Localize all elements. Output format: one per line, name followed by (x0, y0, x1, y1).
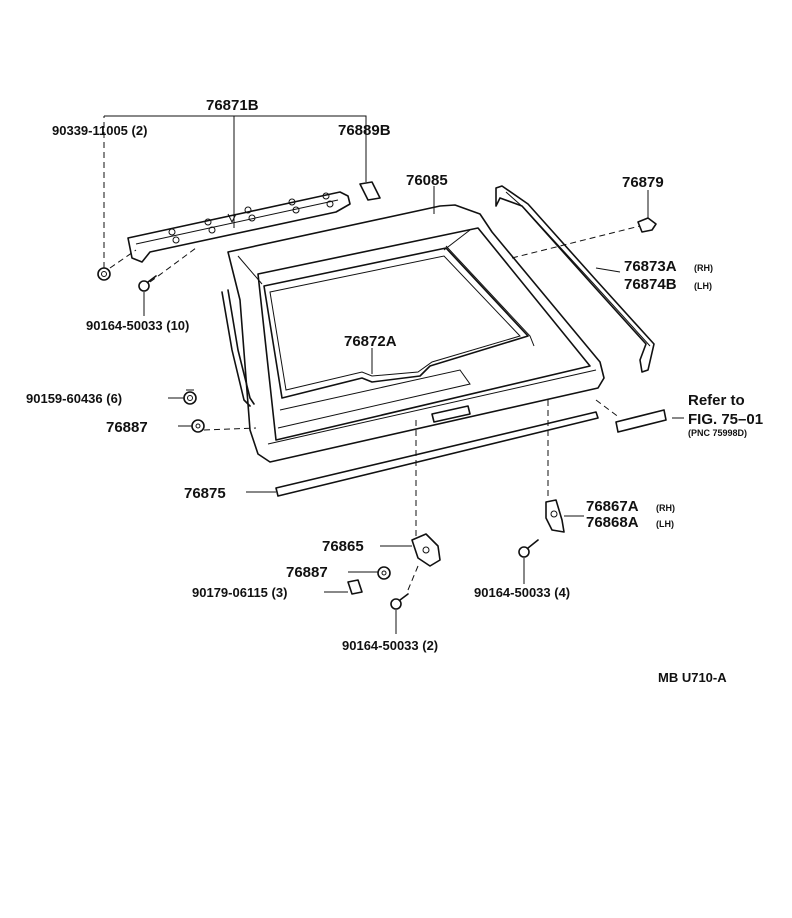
label-76879: 76879 (622, 174, 664, 191)
part-labels: 76871B 90339-11005 (2) 76889B 76085 7687… (26, 97, 763, 685)
screw-90164-2 (390, 593, 409, 610)
label-76887-left: 76887 (106, 419, 148, 436)
label-90159: 90159-60436 (6) (26, 391, 122, 406)
clip-76879 (637, 217, 657, 233)
back-door-panel (227, 204, 605, 463)
label-76873A: 76873A (624, 258, 677, 275)
clip-76889B (359, 181, 381, 201)
label-76865: 76865 (322, 538, 364, 555)
screw-90164-4 (518, 539, 539, 558)
hinge-76867A (545, 499, 565, 533)
label-76872A: 76872A (344, 333, 397, 350)
label-76868A-suffix: (LH) (656, 519, 674, 529)
label-76085: 76085 (406, 172, 448, 189)
refer-to-line2: FIG. 75–01 (688, 411, 763, 428)
lower-molding-76875 (275, 411, 599, 497)
clip-90159 (183, 389, 197, 405)
label-76873A-suffix: (RH) (694, 263, 713, 273)
diagram-code: MB U710-A (658, 670, 727, 685)
fastener-90339 (97, 267, 111, 281)
label-76887-lower: 76887 (286, 564, 328, 581)
weatherstrip-76873A (495, 185, 655, 373)
label-90339: 90339-11005 (2) (52, 123, 147, 138)
label-76868A: 76868A (586, 514, 639, 531)
label-90179: 90179-06115 (3) (192, 585, 287, 600)
stay-bracket-76865 (411, 533, 441, 567)
upper-garnish-76871B (127, 191, 351, 263)
left-side-weatherstrip (221, 289, 255, 407)
leader-lines (104, 115, 684, 634)
washer-76887-left (191, 419, 205, 433)
label-90164-4: 90164-50033 (4) (474, 585, 570, 600)
screw-90164-10 (138, 275, 157, 292)
assembly-lines (103, 116, 641, 591)
label-76874B: 76874B (624, 276, 677, 293)
refer-to-line3: (PNC 75998D) (688, 428, 747, 438)
label-76889B: 76889B (338, 122, 391, 139)
label-76867A-suffix: (RH) (656, 503, 675, 513)
label-90164-10: 90164-50033 (10) (86, 318, 189, 333)
nut-90179 (347, 579, 363, 595)
label-76867A: 76867A (586, 498, 639, 515)
washer-76887-lower (377, 566, 391, 580)
label-90164-2: 90164-50033 (2) (342, 638, 438, 653)
label-76871B: 76871B (206, 97, 259, 114)
refer-to-line1: Refer to (688, 392, 745, 409)
label-76875: 76875 (184, 485, 226, 502)
label-76874B-suffix: (LH) (694, 281, 712, 291)
reference-strip (615, 409, 667, 433)
